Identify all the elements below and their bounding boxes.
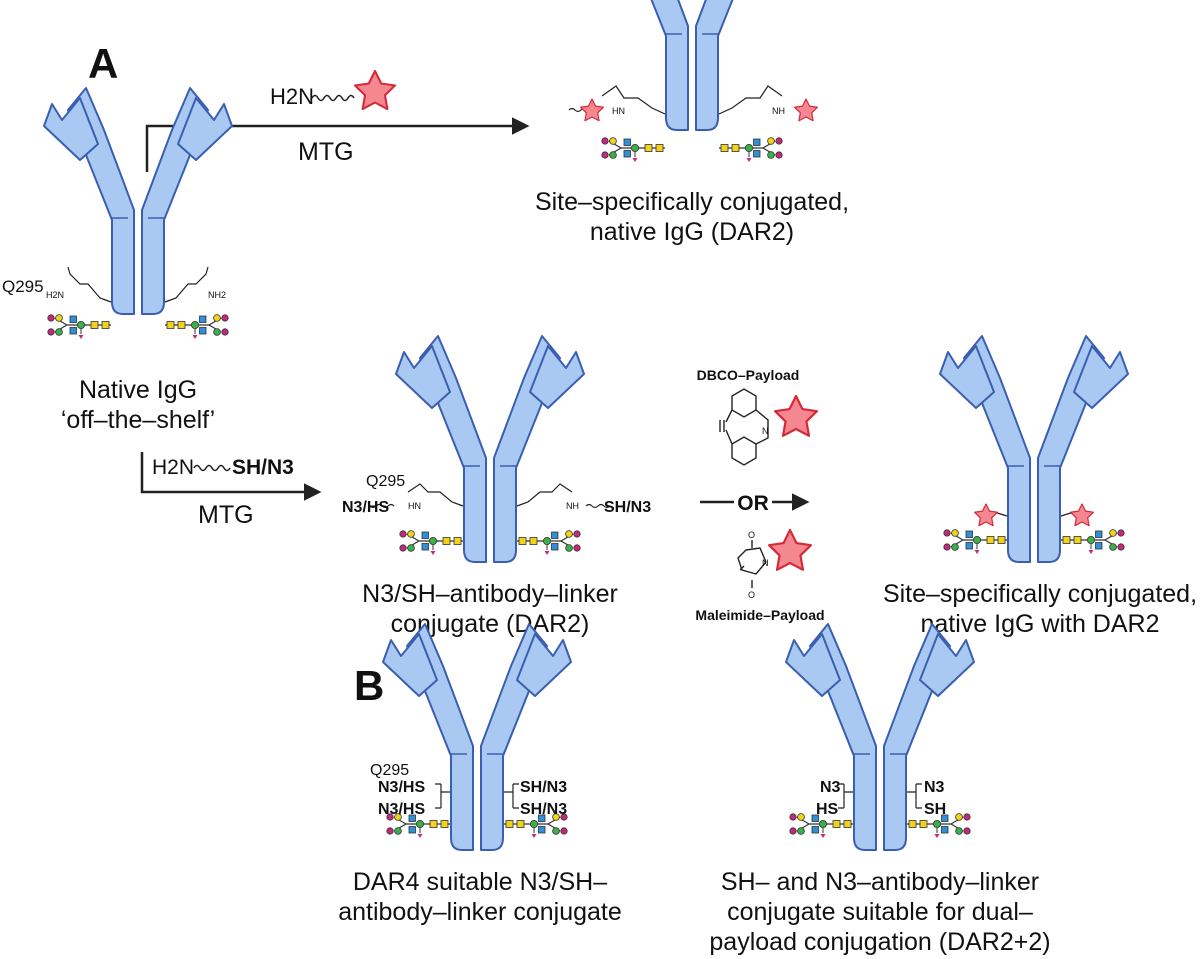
arrow-icon xyxy=(145,117,530,172)
glycan-icon xyxy=(47,314,112,340)
svg-text:SH/N3: SH/N3 xyxy=(232,456,294,479)
sh-group: SH xyxy=(924,801,946,818)
residue-label: Q295 xyxy=(2,277,44,296)
shn3-group: SH/N3 xyxy=(520,801,567,818)
top-result-caption-2: native IgG (DAR2) xyxy=(590,218,794,246)
glycan-icon xyxy=(601,137,666,163)
star-payload-icon xyxy=(773,394,819,437)
amide-nh-mid: NH xyxy=(566,501,579,511)
svg-text:O: O xyxy=(748,590,755,600)
n3hs-group: N3/HS xyxy=(342,499,389,516)
svg-text:H2N: H2N xyxy=(152,456,194,479)
amide-hn-top: HN xyxy=(612,106,625,116)
dual-caption-3: payload conjugation (DAR2+2) xyxy=(709,928,1050,956)
amide-group-right: NH2 xyxy=(208,290,226,300)
shn3-group: SH/N3 xyxy=(520,779,567,796)
svg-text:N: N xyxy=(762,426,769,436)
dual-caption-2: conjugate suitable for dual– xyxy=(727,898,1033,926)
antibody-icon xyxy=(43,87,233,315)
n3-group: N3 xyxy=(924,779,945,796)
right-result-caption-2: native IgG with DAR2 xyxy=(921,610,1160,638)
amide-group-left: H2N xyxy=(46,290,64,300)
star-payload-icon xyxy=(793,98,819,122)
glycan-icon xyxy=(719,138,782,162)
dual-payload-antibody xyxy=(785,623,975,851)
glycan-icon xyxy=(1061,530,1124,554)
residue-label: Q295 xyxy=(366,473,405,490)
top-result-caption-1: Site–specifically conjugated, xyxy=(535,188,849,216)
or-label: OR xyxy=(737,492,769,515)
panel-label-b: B xyxy=(354,662,384,709)
antibody-icon xyxy=(395,335,585,563)
maleimide-structure-icon: O O N xyxy=(737,530,769,600)
dual-caption-1: SH– and N3–antibody–linker xyxy=(721,868,1039,896)
linker-caption-1: N3/SH–antibody–linker xyxy=(362,580,618,608)
dar4-caption-1: DAR4 suitable N3/SH– xyxy=(353,868,607,896)
hs-group: HS xyxy=(816,801,839,818)
mtg-label-top: MTG xyxy=(298,138,354,166)
n3hs-group: N3/HS xyxy=(378,779,425,796)
amine-payload-reagent: H2N xyxy=(270,69,397,111)
antibody-icon xyxy=(939,335,1129,563)
dbco-structure-icon: N xyxy=(719,388,769,466)
star-payload-icon xyxy=(767,528,813,571)
glycan-icon xyxy=(165,315,228,339)
arrow-icon xyxy=(140,452,322,501)
glycan-icon xyxy=(399,529,464,556)
n3-group: N3 xyxy=(820,779,841,796)
shn3-group: SH/N3 xyxy=(604,499,651,516)
dbco-label: DBCO–Payload xyxy=(697,367,800,383)
mtg-label-bottom: MTG xyxy=(198,501,254,529)
right-result-caption-1: Site–specifically conjugated, xyxy=(883,580,1197,608)
amide-hn-mid: HN xyxy=(408,501,421,511)
amide-nh-top: NH xyxy=(772,106,785,116)
native-igg-caption-2: ‘off–the–shelf’ xyxy=(61,406,215,434)
dar4-caption-2: antibody–linker conjugate xyxy=(338,898,622,926)
svg-text:O: O xyxy=(748,530,755,540)
amine-linker-reagent: H2N SH/N3 xyxy=(152,456,294,479)
n3hs-group: N3/HS xyxy=(378,801,425,818)
star-payload-icon xyxy=(353,69,397,111)
dar4-antibody xyxy=(382,623,572,851)
panel-label-a: A xyxy=(88,40,118,87)
native-igg-caption-1: Native IgG xyxy=(79,376,197,404)
glycan-icon xyxy=(943,528,1008,555)
glycan-icon xyxy=(517,531,580,555)
star-payload-icon xyxy=(1069,503,1095,527)
svg-text:N: N xyxy=(762,558,769,568)
top-product-antibody xyxy=(568,0,816,163)
residue-label: Q295 xyxy=(370,762,409,779)
antibody-icon xyxy=(597,0,787,131)
star-payload-icon xyxy=(579,98,605,122)
native-igg-antibody xyxy=(43,87,233,340)
maleimide-label: Maleimide–Payload xyxy=(695,607,824,623)
right-product-antibody xyxy=(939,335,1129,563)
svg-text:H2N: H2N xyxy=(270,84,314,109)
star-payload-icon xyxy=(973,503,999,527)
linker-conjugate-antibody xyxy=(369,335,611,563)
